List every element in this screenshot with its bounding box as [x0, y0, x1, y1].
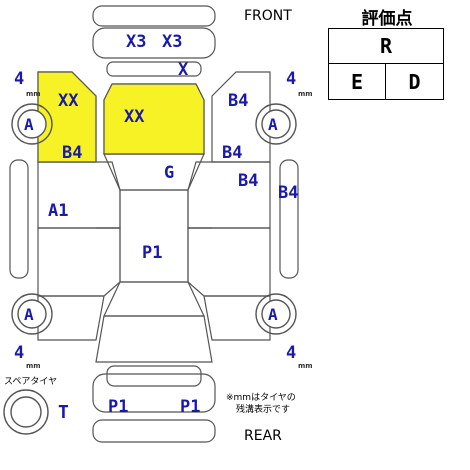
damage-marks: X3 X3 X XX B4 XX B4 B4 G B4 B4 A1 P1 P1 … — [48, 32, 298, 417]
grade-interior: D — [408, 69, 421, 94]
mark-right-front-door: B4 — [238, 171, 258, 191]
rear-label: REAR — [244, 428, 282, 444]
mark-roof: P1 — [142, 243, 162, 263]
note-line-1: ※mmはタイヤの — [226, 392, 296, 403]
rear-glass — [103, 281, 205, 317]
left-rear-door — [37, 227, 121, 297]
tire-rear-right — [255, 293, 297, 335]
tire-code-front-left: A — [24, 115, 34, 134]
mark-left-fender-top: XX — [58, 91, 79, 111]
rear-bumper-bottom — [92, 419, 216, 443]
tire-rear-left-inner — [17, 299, 47, 329]
mark-right-fender-bottom: B4 — [222, 143, 242, 163]
tread-rear-right-unit: mm — [298, 362, 313, 370]
tire-spare — [3, 389, 49, 435]
tire-code-spare: T — [58, 402, 69, 423]
mark-left-front-door: A1 — [48, 201, 68, 221]
tire-code-rear-left: A — [24, 305, 34, 324]
mark-rear-bumper-left: P1 — [108, 397, 128, 417]
grade-exterior: E — [329, 64, 386, 99]
tire-front-right-inner — [261, 109, 291, 139]
tires — [3, 103, 297, 435]
trunk — [95, 315, 213, 363]
right-sill — [279, 159, 299, 279]
tread-front-right: 4 — [286, 69, 296, 89]
left-front-door — [37, 161, 121, 229]
mark-front-bumper-right: X3 — [162, 32, 182, 52]
left-fender-highlight — [37, 71, 97, 163]
rear-garnish — [106, 365, 202, 387]
right-rear-door — [187, 227, 271, 297]
right-front-door — [187, 161, 271, 229]
spare-tire-label: スペアタイヤ — [4, 376, 57, 387]
mark-left-fender-bottom: B4 — [62, 143, 82, 163]
right-fender — [211, 71, 271, 163]
roof — [119, 189, 189, 283]
tire-front-left-inner — [17, 109, 47, 139]
hood-highlight — [103, 83, 205, 155]
tread-depths: 4 mm 4 mm 4 mm 4 mm — [14, 69, 313, 370]
mark-windshield: G — [164, 163, 174, 183]
tread-rear-left-unit: mm — [26, 362, 41, 370]
mark-front-bumper-left: X3 — [126, 32, 146, 52]
mark-hood: XX — [124, 107, 145, 127]
front-bumper-top — [92, 5, 216, 27]
tire-code-rear-right: A — [268, 305, 278, 324]
mark-front-grille: X — [178, 60, 189, 80]
tire-rear-left — [11, 293, 53, 335]
tread-rear-left: 4 — [14, 343, 24, 363]
grade-table: R E D — [328, 28, 444, 100]
front-label: FRONT — [244, 8, 292, 24]
tread-front-left: 4 — [14, 69, 24, 89]
tire-front-left — [11, 103, 53, 145]
car-outline — [9, 5, 299, 443]
mark-right-fender-top: B4 — [228, 91, 248, 111]
grade-overall: R — [329, 29, 443, 64]
note-line-2: 残溝表示です — [236, 403, 290, 415]
tire-spare-inner — [10, 396, 42, 428]
grade-title: 評価点 — [361, 9, 413, 29]
rear-bumper — [92, 373, 216, 413]
tire-front-right — [255, 103, 297, 145]
mark-right-side: B4 — [278, 183, 298, 203]
tread-rear-right: 4 — [286, 343, 296, 363]
tire-rear-right-inner — [261, 299, 291, 329]
tire-code-front-right: A — [268, 115, 278, 134]
tread-front-left-unit: mm — [26, 90, 41, 98]
front-bumper — [92, 27, 216, 59]
tire-codes: A A A A T — [24, 115, 278, 423]
left-sill — [9, 159, 29, 279]
front-grille — [106, 61, 202, 77]
mark-rear-bumper-right: P1 — [180, 397, 200, 417]
tread-front-right-unit: mm — [298, 90, 313, 98]
